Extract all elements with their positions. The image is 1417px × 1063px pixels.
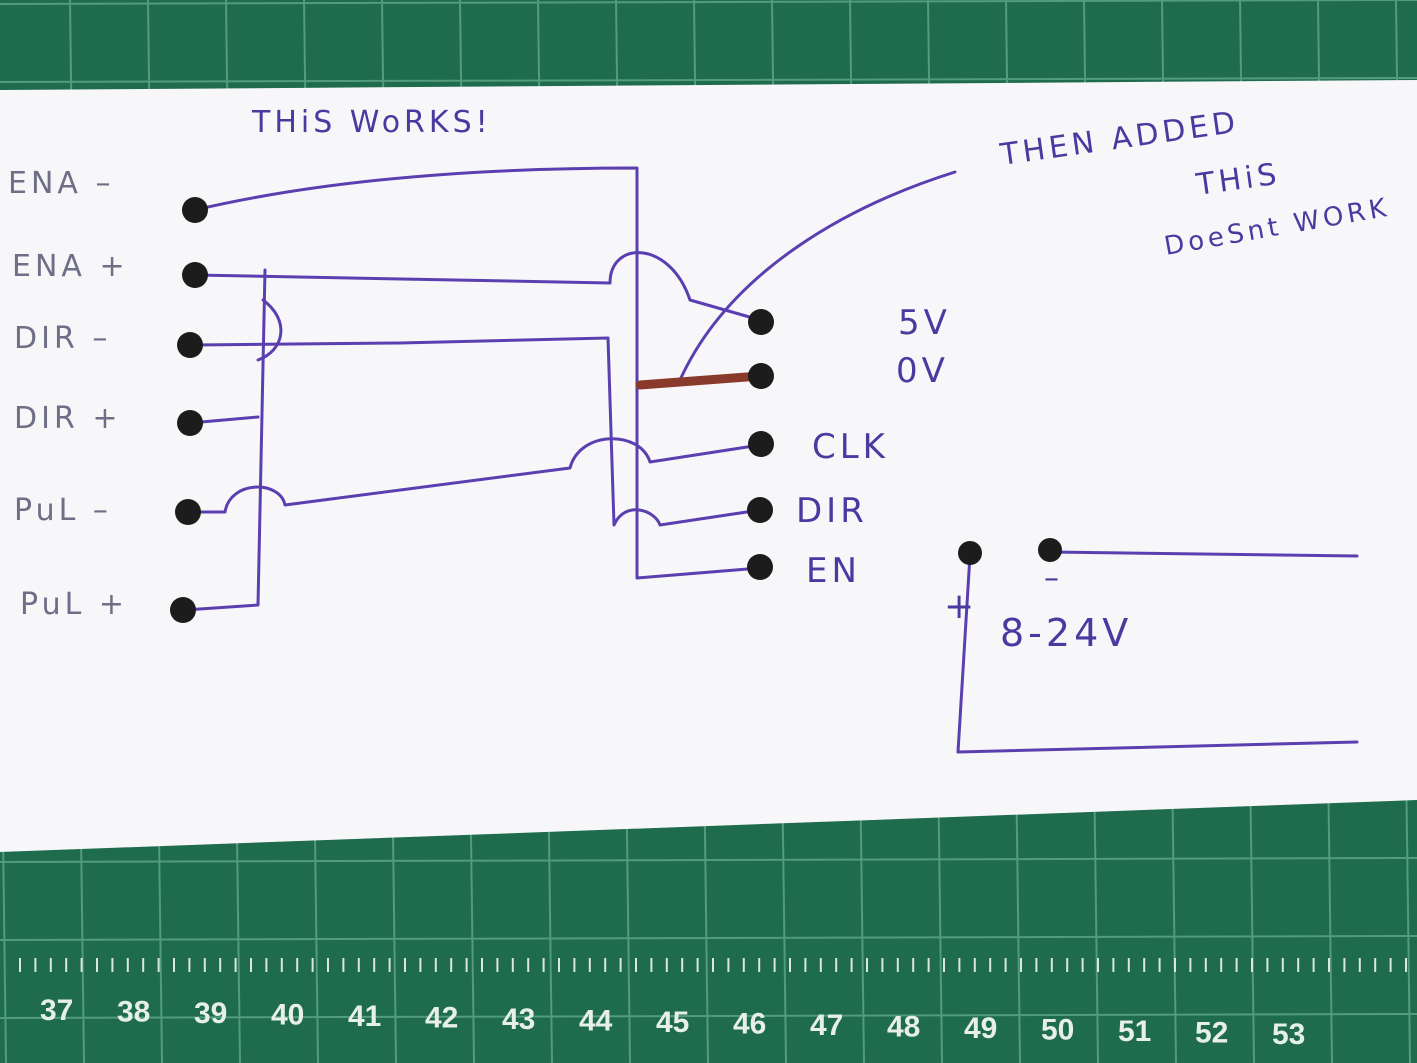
mat-grid-line — [0, 1013, 1417, 1019]
wiring — [183, 166, 1359, 754]
ruler-number: 37 — [40, 994, 73, 1027]
left-pin-label-pul-plus: PuL + — [20, 587, 128, 622]
right-pin-label-dir: DIR — [796, 491, 868, 531]
power-voltage-label: 8-24V — [1000, 611, 1132, 655]
right-pin-label-5v: 5V — [898, 303, 951, 343]
ruler-number: 40 — [271, 999, 304, 1032]
ruler-number: 43 — [502, 1003, 535, 1036]
ruler-number: 47 — [810, 1009, 843, 1042]
right-pin-5v — [748, 309, 774, 335]
right-pin-label-0v: 0V — [896, 351, 949, 391]
power-terminal-minus — [1038, 538, 1062, 562]
left-pin-label-dir-plus: DIR + — [14, 401, 121, 436]
right-pin-label-clk: CLK — [812, 427, 889, 467]
left-pin-ena-plus — [182, 262, 208, 288]
left-pin-dir-minus — [177, 332, 203, 358]
left-pin-label-pul-minus: PuL – — [14, 493, 112, 528]
wire-dir-minus — [193, 336, 762, 527]
added-wire-bridge — [635, 371, 765, 390]
left-pin-label-dir-minus: DIR – — [14, 321, 111, 356]
wire-rail-jump — [256, 298, 283, 362]
right-pin-clk — [748, 431, 774, 457]
mat-grid-line — [0, 857, 1417, 863]
ruler-number: 50 — [1041, 1014, 1074, 1047]
left-pin-pul-minus — [175, 499, 201, 525]
wire-power-plus — [956, 553, 1359, 754]
ruler-number: 38 — [117, 996, 150, 1029]
mat-grid-line — [0, 531, 7, 1063]
power-terminal-plus — [958, 541, 982, 565]
left-pin-dir-plus — [177, 410, 203, 436]
ruler-number: 49 — [964, 1012, 997, 1045]
mat-grid-line — [0, 935, 1417, 941]
ruler-number: 46 — [733, 1008, 766, 1041]
mat-grid-line — [0, 77, 1417, 83]
ruler-number: 51 — [1118, 1015, 1151, 1048]
ruler-number: 42 — [425, 1002, 458, 1035]
wire-ena-minus — [193, 166, 762, 580]
wire-pul-minus — [188, 437, 762, 514]
left-pin-ena-minus — [182, 197, 208, 223]
power-minus-sign: – — [1044, 561, 1063, 596]
left-pin-block: ENA – ENA + DIR – DIR + PuL – PuL + — [8, 166, 208, 623]
added-wire — [678, 170, 957, 382]
wire-power-minus — [1048, 550, 1359, 558]
note-this-works: THiS WoRKS! — [251, 105, 492, 140]
right-pin-en — [747, 554, 773, 580]
power-plus-sign: + — [944, 586, 978, 627]
mat-grid-line — [0, 0, 1417, 5]
ruler-number: 39 — [194, 997, 227, 1030]
ruler-number: 53 — [1272, 1018, 1305, 1051]
right-pin-0v — [748, 363, 774, 389]
wire-common-rail — [183, 268, 267, 612]
right-pin-label-en: EN — [806, 551, 861, 591]
left-pin-pul-plus — [170, 597, 196, 623]
ruler-number: 52 — [1195, 1017, 1228, 1050]
left-pin-label-ena-minus: ENA – — [8, 166, 114, 201]
ruler-number: 48 — [887, 1011, 920, 1044]
wire-ena-plus — [193, 251, 762, 322]
ruler-number: 44 — [579, 1005, 613, 1038]
ruler-number: 45 — [656, 1006, 689, 1039]
right-pin-dir — [747, 497, 773, 523]
ruler-number: 41 — [348, 1000, 381, 1033]
left-pin-label-ena-plus: ENA + — [12, 249, 129, 284]
